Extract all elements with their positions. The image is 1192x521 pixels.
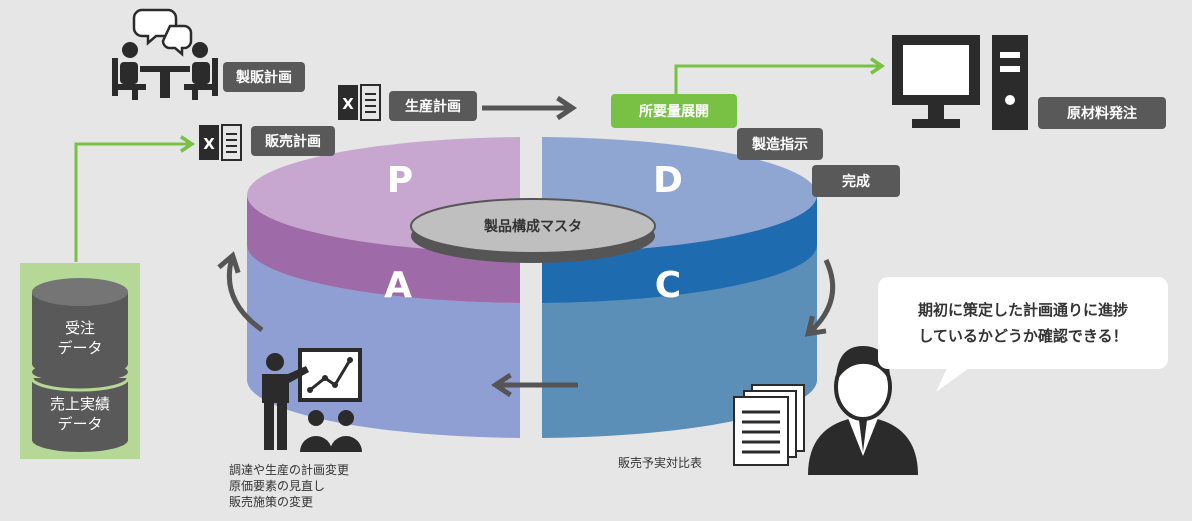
material-order-tag: 原材料発注 (1038, 97, 1166, 129)
completion-tag: 完成 (812, 165, 900, 197)
presentation-icon (262, 348, 362, 452)
product-master-label: 製品構成マスタ (483, 218, 582, 235)
cycle-arrow-right (804, 258, 836, 337)
production-plan-tag: 生産計画 (389, 91, 477, 121)
svg-text:X: X (203, 135, 215, 153)
seihan-plan-tag: 製販計画 (223, 62, 305, 92)
cycle-arrow-left (217, 251, 264, 333)
green-arrow-db (74, 135, 196, 262)
action-line-2: 原価要素の見直し (229, 479, 326, 493)
quadrant-a-label: A (384, 265, 412, 306)
businessman-icon (808, 346, 918, 475)
action-line-1: 調達や生産の計画変更 (229, 463, 350, 477)
report-caption: 販売予実対比表 (618, 456, 703, 470)
quadrant-d-label: D (653, 160, 683, 201)
manufacturing-instruction-tag: 製造指示 (737, 128, 823, 160)
product-master-disc: 製品構成マスタ (410, 198, 656, 263)
computer-icon (892, 35, 1028, 130)
speech-line-2: しているかどうか確認できる！ (918, 327, 1128, 345)
meeting-icon (112, 8, 218, 100)
action-caption: 調達や生産の計画変更 原価要素の見直し 販売施策の変更 (229, 462, 349, 510)
excel-icon: X (338, 84, 381, 121)
speech-bubble: 期初に策定した計画通りに進捗 しているかどうか確認できる！ (878, 277, 1168, 369)
document-icon (733, 384, 805, 466)
speech-line-1: 期初に策定した計画通りに進捗 (917, 301, 1128, 319)
svg-text:X: X (342, 95, 354, 113)
database-icon (20, 263, 140, 459)
sales-plan-tag: 販売計画 (251, 126, 335, 156)
order-data-label: 受注データ (57, 319, 103, 357)
speech-bubble-tail (936, 366, 972, 392)
sales-data-label: 売上実績データ (49, 395, 110, 433)
quadrant-c-label: C (655, 265, 681, 306)
quadrant-p-label: P (387, 160, 413, 201)
excel-icon: X (199, 124, 242, 161)
action-line-3: 販売施策の変更 (229, 495, 314, 509)
mrp-tag: 所要量展開 (611, 94, 737, 128)
green-arrow-order (674, 57, 886, 94)
